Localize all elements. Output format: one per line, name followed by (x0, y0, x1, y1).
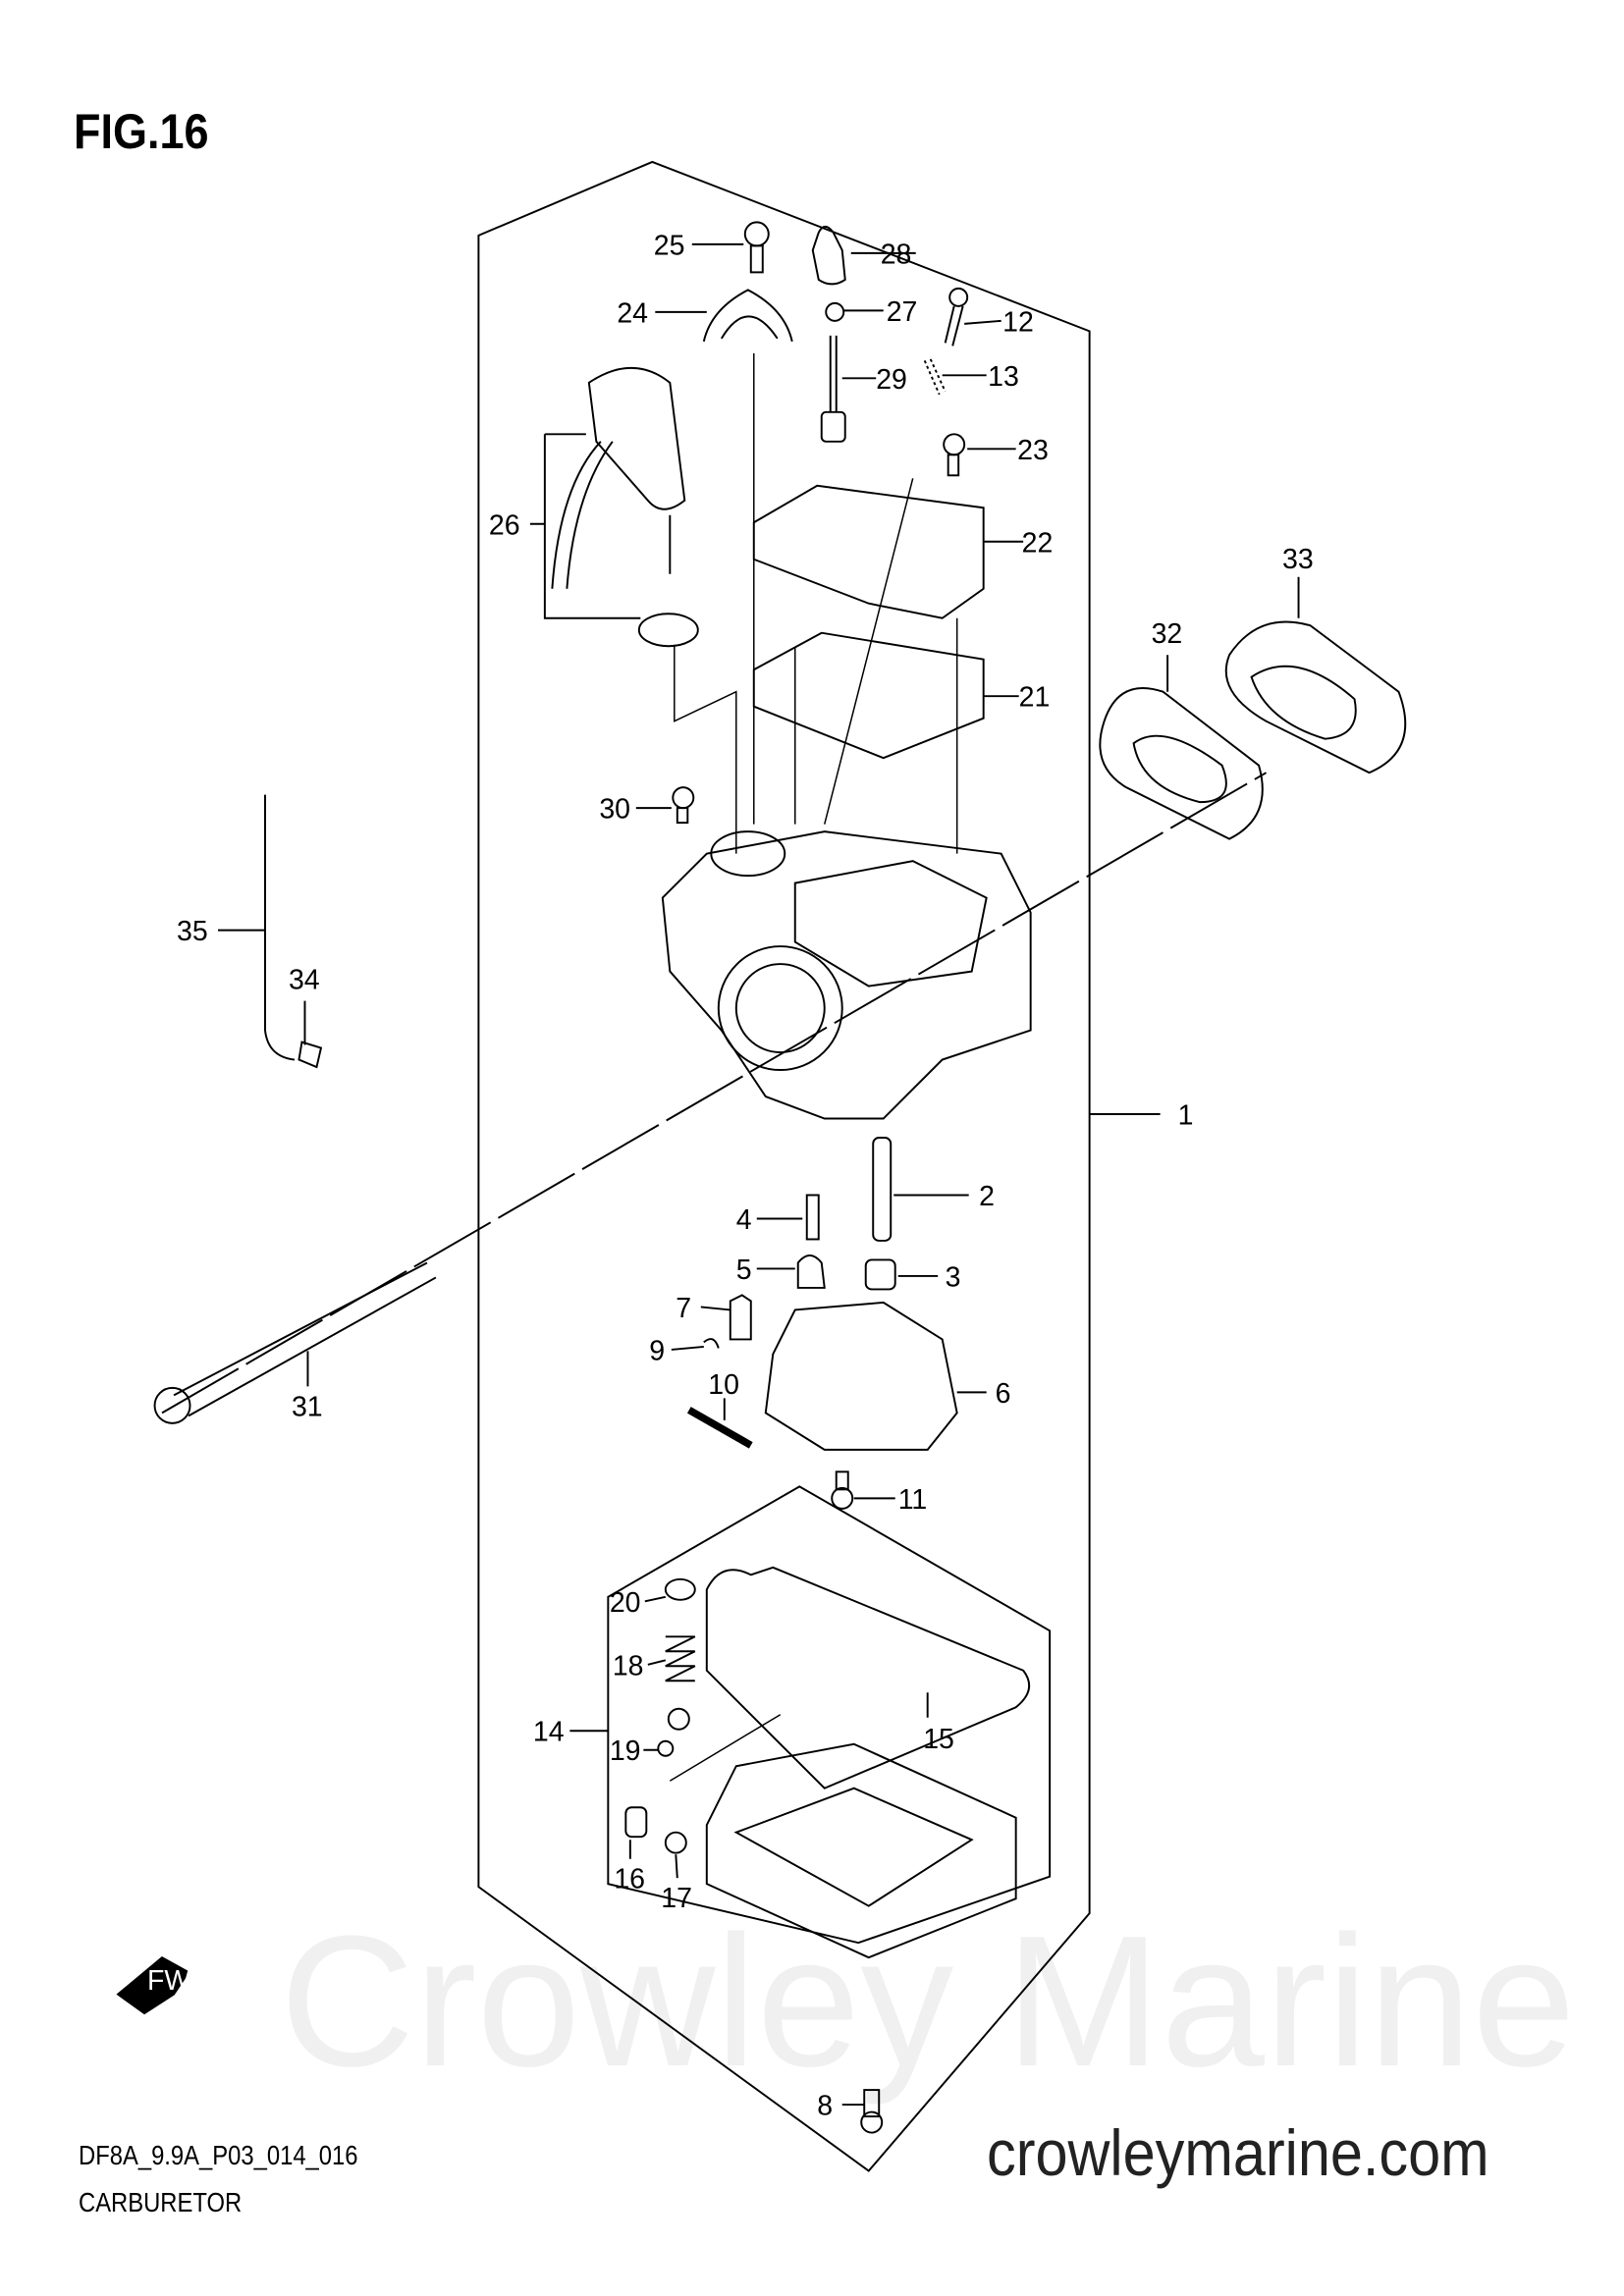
part-27-ring (825, 301, 845, 322)
float-bowl (705, 1742, 1017, 1959)
part-32-gasket (1099, 687, 1264, 840)
part-23-screw (943, 433, 966, 477)
part-20-plug (664, 1577, 696, 1601)
part-26-solenoid (551, 366, 699, 648)
part-4-needle (805, 1194, 820, 1241)
leader-lines (218, 242, 1300, 2107)
ball (667, 1707, 690, 1731)
part-2-jet (872, 1137, 893, 1242)
callout-6: 6 (996, 1378, 1011, 1410)
callout-4: 4 (736, 1204, 752, 1236)
part-16-plug (624, 1806, 648, 1839)
part-25-screw (743, 221, 770, 274)
callout-30: 30 (599, 794, 630, 826)
figure-title: FIG.16 (74, 104, 209, 159)
callout-9: 9 (649, 1335, 665, 1366)
callout-34: 34 (289, 965, 320, 996)
callout-35: 35 (177, 916, 208, 947)
part-13-spring (923, 358, 947, 396)
callout-24: 24 (617, 297, 648, 329)
figure-name: CARBURETOR (79, 2187, 243, 2217)
callout-19: 19 (610, 1735, 641, 1767)
part-30-screw (672, 786, 695, 825)
part-5-jet (796, 1254, 826, 1289)
callout-11: 11 (898, 1484, 928, 1516)
fwd-arrow-icon: FWD (116, 1955, 211, 2015)
part-19-screw (657, 1739, 675, 1757)
part-28-cap (811, 225, 846, 286)
callout-2: 2 (979, 1181, 995, 1212)
part-34-clip (298, 1041, 323, 1069)
callout-20: 20 (610, 1587, 641, 1619)
callout-17: 17 (661, 1883, 692, 1914)
callout-27: 27 (887, 296, 918, 328)
callout-1: 1 (1178, 1100, 1194, 1132)
part-35-tube (264, 794, 296, 1061)
callout-28: 28 (881, 239, 912, 270)
callout-15: 15 (923, 1724, 954, 1755)
part-11-screw (831, 1470, 854, 1510)
part-24-bracket (702, 289, 793, 343)
callout-10: 10 (708, 1369, 739, 1401)
callout-3: 3 (946, 1261, 961, 1293)
callout-18: 18 (613, 1650, 644, 1682)
part-33-spacer (1224, 620, 1407, 774)
part-14-outline (607, 1485, 1052, 1945)
callout-22: 22 (1022, 527, 1054, 559)
part-29-needle (820, 335, 846, 443)
part-15-gasket (705, 1566, 1031, 1789)
svg-text:FWD: FWD (147, 1965, 211, 1997)
callout-21: 21 (1019, 682, 1051, 714)
callout-8: 8 (817, 2091, 833, 2122)
part-6-float (764, 1301, 958, 1451)
center-line (161, 772, 1268, 1415)
watermark: Crowley Marine (280, 1897, 1576, 2106)
part-8-screw (860, 2089, 884, 2134)
callout-25: 25 (654, 230, 685, 261)
callout-33: 33 (1282, 544, 1314, 575)
callout-23: 23 (1017, 435, 1049, 466)
figure-code: DF8A_9.9A_P03_014_016 (79, 2140, 358, 2170)
assembly-outline (477, 160, 1091, 2172)
part-9-clip (703, 1338, 720, 1349)
callout-12: 12 (1002, 306, 1034, 338)
callout-31: 31 (292, 1391, 323, 1422)
callout-5: 5 (736, 1255, 752, 1286)
part-3-jet (864, 1258, 896, 1291)
callout-14: 14 (533, 1717, 565, 1748)
callout-29: 29 (876, 364, 907, 396)
callout-7: 7 (676, 1293, 691, 1324)
part-22-plate (752, 484, 985, 619)
carburetor-body (661, 830, 1032, 1120)
part-10-pin (686, 1407, 753, 1449)
callout-labels: 1 2 3 4 5 6 7 8 9 10 11 12 13 14 15 16 1… (177, 230, 1314, 2121)
callout-13: 13 (988, 361, 1019, 393)
part-18-spring (665, 1635, 696, 1682)
part-17-washer (664, 1831, 687, 1854)
callout-26: 26 (489, 509, 520, 541)
callout-16: 16 (614, 1864, 645, 1896)
callout-32: 32 (1152, 618, 1183, 650)
part-7-valve (729, 1294, 752, 1341)
part-31-bolt (153, 1261, 437, 1424)
part-12-screw (944, 287, 969, 347)
website-link[interactable]: crowleymarine.com (987, 2116, 1489, 2189)
